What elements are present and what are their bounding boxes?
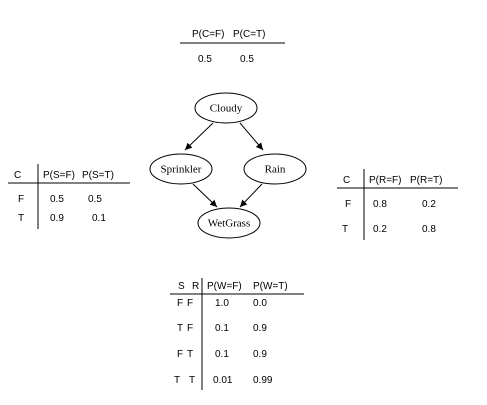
cpt-cloudy-header-t: P(C=T)	[233, 29, 266, 40]
cpt-sprinkler-table: C P(S=F) P(S=T) F 0.5 0.5 T 0.9 0.1	[8, 164, 130, 229]
cpt-sprinkler-row1-value-f: 0.5	[50, 194, 64, 205]
cpt-sprinkler-row2-value-t: 0.1	[92, 213, 106, 224]
cpt-rain-row1-value-t: 0.2	[422, 199, 436, 210]
edge-cloudy-rain	[239, 122, 264, 151]
node-rain: Rain	[243, 153, 307, 185]
node-rain-ellipse	[243, 153, 307, 185]
cpt-wetgrass-row3-parent-s: F	[177, 349, 183, 360]
cpt-wetgrass-row4-parent-s: T	[174, 375, 180, 386]
cpt-wetgrass-row3-parent-r: T	[187, 349, 193, 360]
cpt-cloudy-value-t: 0.5	[240, 54, 254, 65]
node-sprinkler-label: Sprinkler	[161, 164, 202, 176]
cpt-cloudy-table: P(C=F) P(C=T) 0.5 0.5	[180, 29, 285, 65]
node-wetgrass: WetGrass	[197, 207, 261, 239]
cpt-wetgrass-row3-value-f: 0.1	[215, 349, 229, 360]
cpt-wetgrass-row2-parent-s: T	[177, 323, 183, 334]
cpt-wetgrass-row4-value-f: 0.01	[213, 375, 233, 386]
cpt-rain-parent-header: C	[343, 175, 350, 186]
cpt-wetgrass-row2-value-f: 0.1	[215, 323, 229, 334]
cpt-rain-header-f: P(R=F)	[369, 175, 402, 186]
cpt-wetgrass-row4-parent-r: T	[189, 375, 195, 386]
cpt-rain-table: C P(R=F) P(R=T) F 0.8 0.2 T 0.2 0.8	[337, 169, 458, 240]
cpt-sprinkler-header-t: P(S=T)	[82, 170, 114, 181]
cpt-wetgrass-row4-value-t: 0.99	[253, 375, 273, 386]
cpt-rain-row1-parent: F	[345, 199, 351, 210]
cpt-sprinkler-row2-value-f: 0.9	[50, 213, 64, 224]
node-sprinkler: Sprinkler	[149, 153, 213, 185]
cpt-cloudy-header-f: P(C=F)	[192, 29, 225, 40]
edge-rain-wetgrass	[239, 183, 263, 208]
network-edges	[184, 122, 264, 208]
cpt-wetgrass-parent-header-s: S	[178, 281, 185, 292]
cpt-rain-row2-value-f: 0.2	[373, 224, 387, 235]
cpt-wetgrass-row2-value-t: 0.9	[253, 323, 267, 334]
cpt-wetgrass-table: S R P(W=F) P(W=T) F F 1.0 0.0 T F 0.1 0.…	[170, 278, 304, 390]
cpt-rain-header-t: P(R=T)	[410, 175, 443, 186]
cpt-wetgrass-header-t: P(W=T)	[253, 281, 288, 292]
node-cloudy: Cloudy	[194, 92, 258, 124]
cpt-wetgrass-row1-value-f: 1.0	[215, 298, 229, 309]
cpt-sprinkler-row2-parent: T	[18, 213, 24, 224]
cpt-wetgrass-row2-parent-r: F	[187, 323, 193, 334]
cpt-wetgrass-row1-value-t: 0.0	[253, 298, 267, 309]
edge-cloudy-sprinkler	[184, 122, 214, 151]
node-sprinkler-ellipse	[149, 153, 213, 185]
cpt-wetgrass-parent-header-r: R	[192, 281, 199, 292]
cpt-wetgrass-row1-parent-r: F	[187, 298, 193, 309]
cpt-cloudy-value-f: 0.5	[198, 54, 212, 65]
cpt-rain-row2-parent: T	[342, 224, 348, 235]
cpt-wetgrass-row3-value-t: 0.9	[253, 349, 267, 360]
cpt-wetgrass-row1-parent-s: F	[177, 298, 183, 309]
edge-sprinkler-wetgrass	[192, 183, 218, 208]
node-cloudy-label: Cloudy	[210, 103, 243, 115]
node-rain-label: Rain	[265, 164, 286, 176]
cpt-sprinkler-row1-value-t: 0.5	[88, 194, 102, 205]
cpt-sprinkler-row1-parent: F	[18, 194, 24, 205]
cpt-sprinkler-parent-header: C	[14, 170, 21, 181]
cpt-sprinkler-header-f: P(S=F)	[43, 170, 75, 181]
cpt-rain-row2-value-t: 0.8	[422, 224, 436, 235]
node-wetgrass-ellipse	[197, 207, 261, 239]
cpt-rain-row1-value-f: 0.8	[373, 199, 387, 210]
node-cloudy-ellipse	[194, 92, 258, 124]
node-wetgrass-label: WetGrass	[208, 218, 251, 230]
cpt-wetgrass-header-f: P(W=F)	[207, 281, 242, 292]
